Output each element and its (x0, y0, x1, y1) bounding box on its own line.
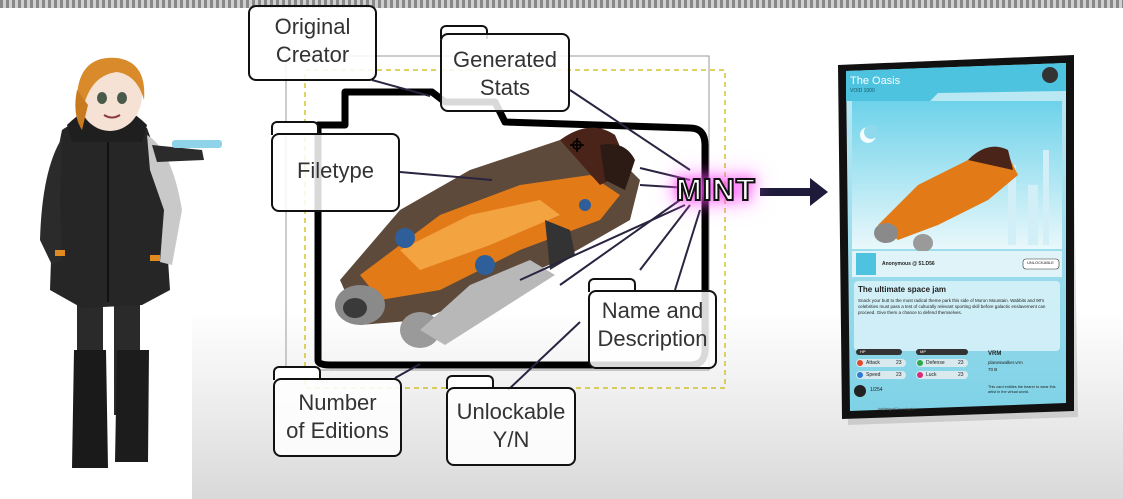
tag-original-creator: Original Creator (248, 5, 377, 81)
card-stat-attack-value: 23 (896, 360, 902, 366)
card-footer-note: This card entitles the bearer to wear th… (988, 385, 1056, 394)
card-hash: bafybeigxr63vzxwtpqhl... (878, 407, 917, 411)
top-toolbar-strip (0, 0, 1123, 8)
card-edition: 1/254 (870, 387, 883, 393)
card-title: The Oasis (850, 75, 901, 87)
nft-card: The Oasis VOID 1000 Anonymous @ 51.D56 U… (838, 55, 1078, 425)
tag-generated-stats-line1: Generated (453, 47, 557, 72)
card-creator: Anonymous @ 51.D56 (882, 261, 935, 267)
tag-original-creator-line2: Creator (275, 42, 350, 67)
tag-number-editions-line2: of Editions (286, 418, 389, 443)
tag-unlockable-line1: Unlockable (456, 399, 566, 424)
avatar-character-figure (40, 57, 222, 468)
tag-name-description: Name and Description (588, 278, 717, 369)
mint-arrow (760, 178, 828, 206)
card-unlockable-badge: UNLOCKABLE (1027, 260, 1054, 265)
card-filetype: VRM (988, 351, 1002, 357)
tag-number-editions: Number of Editions (273, 366, 402, 457)
tag-generated-stats: Generated Stats (440, 25, 570, 112)
tag-generated-stats-line2: Stats (479, 75, 531, 100)
card-stat-attack: Attack (866, 360, 880, 366)
tag-original-creator-line1: Original (274, 14, 351, 39)
tag-name-description-line2: Description (597, 326, 708, 351)
card-stat-defense-value: 23 (958, 360, 964, 366)
tag-filetype: Filetype (271, 121, 400, 212)
card-filename: planeswalker.vrm (988, 360, 1023, 365)
card-stat-speed-value: 23 (896, 372, 902, 378)
tag-unlockable-line2: Y/N (492, 427, 530, 452)
card-frame (838, 55, 1078, 425)
card-subtitle: VOID 1000 (850, 88, 875, 94)
hover-bike-image (335, 127, 640, 348)
card-stat-luck-value: 23 (958, 372, 964, 378)
card-stat-hp: HP (860, 349, 866, 354)
move-cursor-icon (570, 138, 584, 152)
card-filesize: 70 B (988, 367, 998, 372)
tag-name-description-line1: Name and (601, 298, 704, 323)
card-stat-mp: MP (920, 349, 926, 354)
mint-label: MINT (675, 171, 756, 208)
card-stat-luck: Luck (926, 372, 937, 378)
tag-filetype-label: Filetype (296, 158, 375, 183)
card-description: Snack your butt to the most radical them… (858, 298, 1046, 315)
card-stat-defense: Defense (926, 360, 945, 366)
tag-number-editions-line1: Number (298, 390, 377, 415)
card-stat-speed: Speed (866, 372, 881, 378)
tag-unlockable: Unlockable Y/N (446, 375, 576, 466)
card-name: The ultimate space jam (858, 285, 947, 294)
